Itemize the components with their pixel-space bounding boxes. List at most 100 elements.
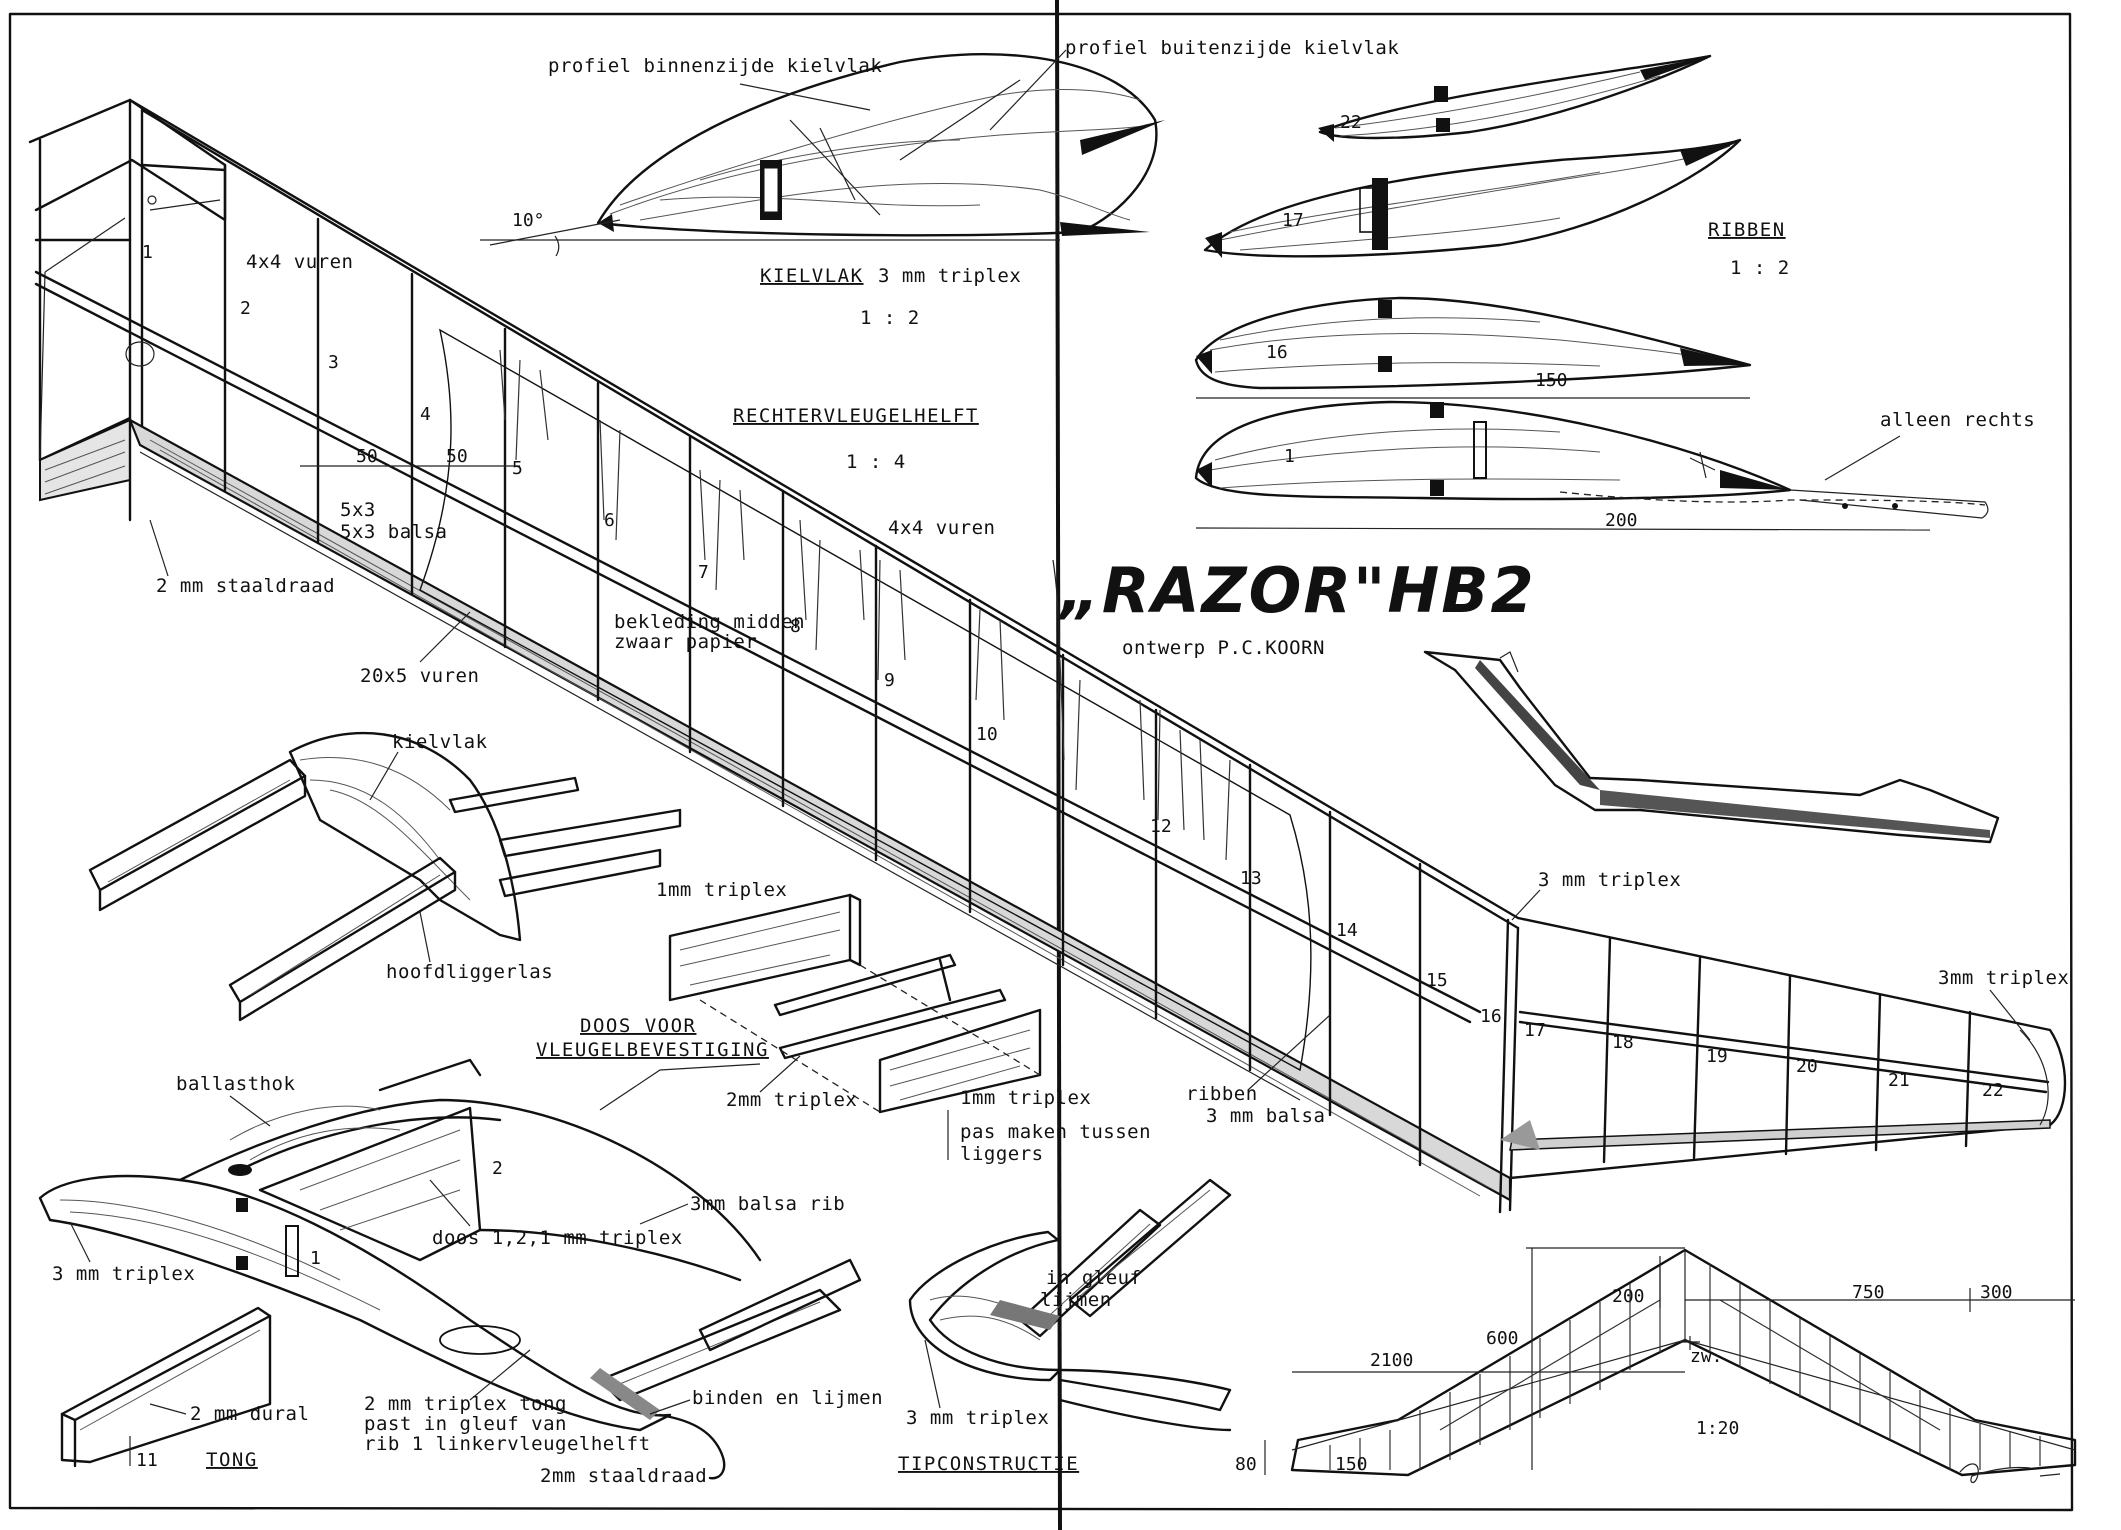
glider-silhouette xyxy=(1423,650,2000,844)
planform-view: 2100 600 200 750 300 80 150 zw. 1:20 xyxy=(1235,1247,2077,1477)
box-fit-1: pas maken tussen xyxy=(960,1121,1151,1143)
center-balsa-rib-label: 3mm balsa rib xyxy=(690,1193,845,1215)
rib-number-17: 17 xyxy=(1524,1020,1546,1041)
spar-splice-label: hoofdliggerlas xyxy=(386,961,553,983)
keel-title: KIELVLAK xyxy=(760,265,864,287)
tip-title: TIPCONSTRUCTIE xyxy=(898,1453,1079,1475)
dim-80: 80 xyxy=(1235,1454,1257,1475)
ribs-section: 22 17 16 150 xyxy=(1194,54,2035,531)
lower-spar-label: 20x5 vuren xyxy=(360,665,479,687)
keel-scale: 1 : 2 xyxy=(860,307,920,329)
box-title-2: VLEUGELBEVESTIGING xyxy=(536,1039,769,1061)
covering-texture xyxy=(499,349,1231,861)
rib-number-1: 1 xyxy=(142,242,153,263)
ribs-scale: 1 : 2 xyxy=(1730,257,1790,279)
planform-scale: 1:20 xyxy=(1696,1418,1739,1439)
tip-triplex-label: 3 mm triplex xyxy=(906,1407,1049,1429)
rib-number-20: 20 xyxy=(1796,1056,1818,1077)
rib-number-5: 5 xyxy=(512,458,523,479)
dim-2100: 2100 xyxy=(1370,1350,1413,1371)
wing-structure: 4x4 vuren 4x4 vuren 5x3 5x3 balsa 2 mm s… xyxy=(28,98,2069,1214)
rib-number-4: 4 xyxy=(420,404,431,425)
planform-hatching xyxy=(1329,1264,2041,1470)
rib-dim-200: 200 xyxy=(1605,510,1638,531)
box-fit-2: liggers xyxy=(960,1143,1044,1165)
rib-balsa-label-1: ribben xyxy=(1186,1083,1258,1105)
balsa-label: 5x3 balsa xyxy=(340,521,447,543)
rib-number-6: 6 xyxy=(604,510,615,531)
box-title-1: DOOS VOOR xyxy=(580,1015,696,1037)
box-2mm-label: 2mm triplex xyxy=(726,1089,857,1111)
tongue-material-label: 2 mm dural xyxy=(190,1403,309,1425)
keel-profile: 10° profiel binnenzijde kielvlak profiel… xyxy=(480,37,1399,329)
plan-title: „RAZOR"HB2 xyxy=(1057,554,1536,627)
wing-dim-a: 50 xyxy=(356,446,378,467)
cg-label: zw. xyxy=(1690,1346,1723,1367)
rib-number-22: 22 xyxy=(1982,1080,2004,1101)
dim-150: 150 xyxy=(1335,1454,1368,1475)
rib-number-3: 3 xyxy=(328,352,339,373)
tongue-detail: 2 mm dural 11 TONG xyxy=(60,1306,309,1471)
rib-number-7: 7 xyxy=(698,562,709,583)
rib-number-12: 12 xyxy=(1150,816,1172,837)
ballast-label: ballasthok xyxy=(176,1073,295,1095)
tongue-dim: 11 xyxy=(136,1450,158,1471)
rib-number-8: 8 xyxy=(790,616,801,637)
center-num-2: 2 xyxy=(492,1158,503,1179)
box-1mm-b-label: 1mm triplex xyxy=(960,1087,1091,1109)
rib-1-number: 1 xyxy=(1284,446,1295,467)
keel-detail-label: kielvlak xyxy=(392,731,488,753)
rib-balsa-label-2: 3 mm balsa xyxy=(1206,1105,1325,1127)
triplex-tip-label: 3mm triplex xyxy=(1938,967,2069,989)
keel-material: 3 mm triplex xyxy=(878,265,1021,287)
covering-label-1: bekleding midden xyxy=(614,611,805,633)
rib-22-number: 22 xyxy=(1340,112,1362,133)
tongue-label-1: 2 mm triplex tong xyxy=(364,1393,567,1415)
keel-angle: 10° xyxy=(512,210,545,231)
rib-dim-150: 150 xyxy=(1535,370,1568,391)
rib-17-number: 17 xyxy=(1282,210,1304,231)
wing-box: 1mm triplex 2mm triplex 1mm triplex pas … xyxy=(536,879,1151,1165)
box-1mm-a-label: 1mm triplex xyxy=(656,879,787,901)
rib-number-18: 18 xyxy=(1612,1032,1634,1053)
tip-construction: in gleuf lijmen 3 mm triplex TIPCONSTRUC… xyxy=(898,1178,1232,1475)
tip-glue-1: in gleuf xyxy=(1046,1267,1142,1289)
dim-750: 750 xyxy=(1852,1282,1885,1303)
bind-label: binden en lijmen xyxy=(692,1387,883,1409)
rib-number-13: 13 xyxy=(1240,868,1262,889)
tongue-title: TONG xyxy=(206,1449,258,1471)
only-right-label: alleen rechts xyxy=(1880,409,2035,431)
keel-detail: kielvlak hoofdliggerlas xyxy=(88,731,682,1022)
tongue-label-2: past in gleuf van xyxy=(364,1413,567,1435)
designer-credit: ontwerp P.C.KOORN xyxy=(1122,637,1325,659)
dim-600: 600 xyxy=(1486,1328,1519,1349)
ribs-title: RIBBEN xyxy=(1708,219,1786,241)
steel-wire-label: 2 mm staaldraad xyxy=(156,575,335,597)
triplex-mid-label: 3 mm triplex xyxy=(1538,869,1681,891)
rib-number-10: 10 xyxy=(976,724,998,745)
dim-300: 300 xyxy=(1980,1282,2013,1303)
spar-top-label: 4x4 vuren xyxy=(246,251,353,273)
center-steel-label: 2mm staaldraad xyxy=(540,1465,707,1487)
dim-200: 200 xyxy=(1612,1286,1645,1307)
rib-number-16: 16 xyxy=(1480,1006,1502,1027)
wing-dim-b: 50 xyxy=(446,446,468,467)
center-triplex-label: 3 mm triplex xyxy=(52,1263,195,1285)
outer-profile-label: profiel buitenzijde kielvlak xyxy=(1065,37,1399,59)
wing-ribs xyxy=(223,163,1422,1167)
rib-16-number: 16 xyxy=(1266,342,1288,363)
rib-number-9: 9 xyxy=(884,670,895,691)
signature xyxy=(1959,1463,2061,1484)
rib-number-14: 14 xyxy=(1336,920,1358,941)
rib-number-15: 15 xyxy=(1426,970,1448,991)
rib-number-21: 21 xyxy=(1888,1070,1910,1091)
wing-scale: 1 : 4 xyxy=(846,451,906,473)
rib-number-19: 19 xyxy=(1706,1046,1728,1067)
covering-label-2: zwaar papier xyxy=(614,631,757,653)
center-box-label: doos 1,2,1 mm triplex xyxy=(432,1227,683,1249)
wing-title: RECHTERVLEUGELHELFT xyxy=(733,405,979,427)
spar-mid-label: 4x4 vuren xyxy=(888,517,995,539)
inner-profile-label: profiel binnenzijde kielvlak xyxy=(548,55,882,77)
center-num-1: 1 xyxy=(310,1248,321,1269)
